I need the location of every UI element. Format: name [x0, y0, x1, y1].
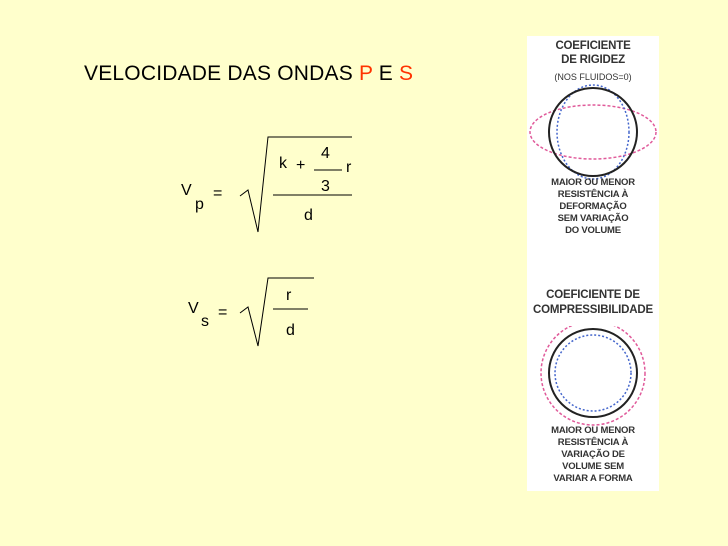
rigidity-pink-ellipse [529, 104, 657, 160]
rigidity-desc-line: RESISTÊNCIA À [557, 189, 629, 200]
rigidity-solid-circle [548, 87, 638, 177]
rigidity-desc-line: MAIOR OU MENOR [551, 177, 635, 188]
title-p-wave: P [358, 62, 373, 85]
vp-subscript: p [195, 196, 204, 213]
coefficients-illustration: COEFICIENTE DE RIGIDEZ (NOS FLUIDOS=0) M… [527, 36, 659, 491]
vs-subscript: s [201, 313, 209, 330]
vp-equals: = [213, 185, 223, 202]
rigidity-title-1: COEFICIENTE [555, 40, 631, 52]
vp-three: 3 [321, 178, 330, 195]
compress-title-1: COEFICIENTE DE [546, 289, 640, 301]
rigidity-note: (NOS FLUIDOS=0) [554, 72, 632, 82]
vp-v: V [181, 182, 192, 199]
compress-pink-circle [540, 326, 646, 426]
vp-plus: + [296, 157, 306, 174]
title-s-wave: S [399, 62, 414, 85]
compress-desc-line: VARIAÇÃO DE [561, 449, 625, 460]
compressibility-diagram [540, 326, 646, 426]
compress-solid-circle [548, 328, 638, 418]
vp-k: k [279, 155, 287, 172]
title-and: E [372, 62, 400, 85]
compress-desc-line: VOLUME SEM [562, 461, 624, 472]
rigidity-desc-line: DO VOLUME [565, 225, 621, 236]
rigidity-diagram [529, 84, 657, 180]
compress-desc-line: RESISTÊNCIA À [557, 437, 629, 448]
vp-radical [239, 136, 352, 233]
rigidity-title-2: DE RIGIDEZ [561, 54, 625, 66]
rigidity-blue-ellipse [556, 84, 630, 180]
compress-blue-circle [554, 334, 632, 412]
compress-desc-line: MAIOR OU MENOR [551, 425, 635, 436]
vs-equals: = [218, 304, 228, 321]
compress-title-2: COMPRESSIBILIDADE [533, 304, 653, 316]
vs-v: V [188, 300, 199, 317]
vp-rho: r [346, 159, 352, 176]
title-prefix: VELOCIDADE DAS ONDAS [84, 62, 359, 85]
slide-title: VELOCIDADE DAS ONDAS P E S [84, 62, 413, 86]
vs-d: d [286, 322, 295, 339]
vp-d: d [304, 207, 313, 224]
compress-desc-line: VARIAR A FORMA [553, 473, 633, 484]
vs-rho: r [286, 287, 292, 304]
rigidity-desc-line: DEFORMAÇÃO [559, 201, 627, 212]
rigidity-desc-line: SEM VARIAÇÃO [557, 213, 629, 224]
vp-four: 4 [321, 145, 330, 162]
vs-radical [239, 277, 314, 347]
